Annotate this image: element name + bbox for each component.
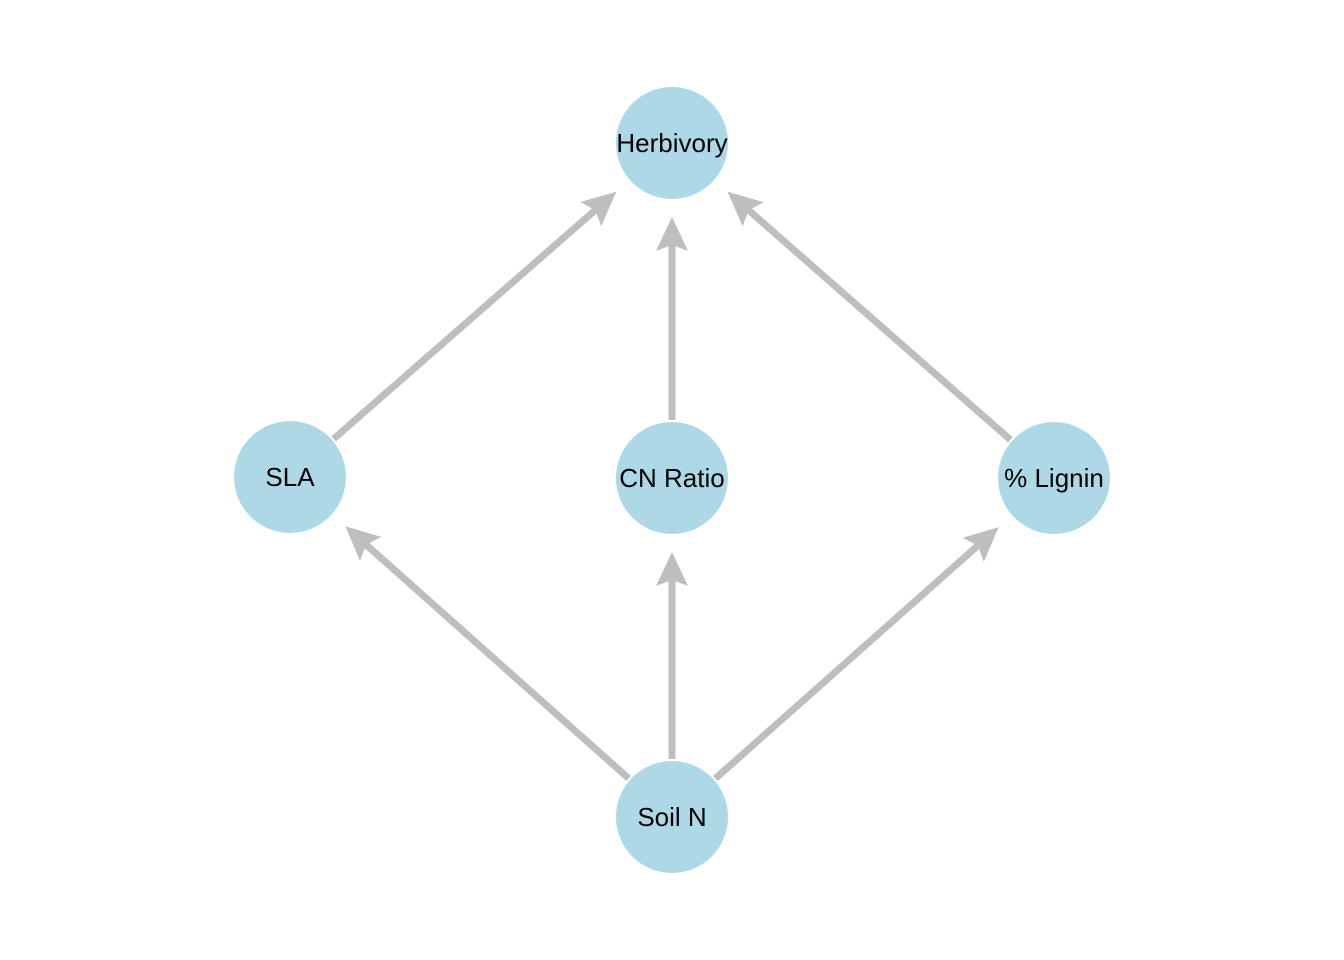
node-circle bbox=[234, 421, 346, 533]
arrowhead-icon bbox=[580, 191, 617, 227]
edge-lignin-to-herbivory bbox=[727, 191, 1013, 443]
edge-line bbox=[331, 207, 598, 442]
edges-layer bbox=[331, 191, 1013, 782]
edge-line bbox=[363, 542, 632, 782]
arrowhead-icon bbox=[656, 217, 688, 251]
node-cn_ratio: CN Ratio bbox=[616, 422, 728, 534]
arrowhead-icon bbox=[345, 526, 382, 561]
node-circle bbox=[616, 422, 728, 534]
node-circle bbox=[616, 761, 728, 873]
arrowhead-icon bbox=[727, 191, 764, 227]
arrowhead-icon bbox=[962, 527, 999, 562]
edge-soil_n-to-lignin bbox=[713, 527, 999, 782]
node-herbivory: Herbivory bbox=[616, 87, 728, 199]
node-soil_n: Soil N bbox=[616, 761, 728, 873]
edge-soil_n-to-sla bbox=[345, 526, 632, 782]
edge-line bbox=[713, 543, 981, 782]
edge-sla-to-herbivory bbox=[331, 191, 617, 442]
node-lignin: % Lignin bbox=[998, 422, 1110, 534]
node-label: Soil N bbox=[637, 802, 706, 832]
node-label: CN Ratio bbox=[619, 463, 724, 493]
node-label: % Lignin bbox=[1004, 463, 1104, 493]
edge-cn_ratio-to-herbivory bbox=[656, 217, 688, 420]
node-circle bbox=[998, 422, 1110, 534]
arrowhead-icon bbox=[656, 552, 688, 586]
node-label: SLA bbox=[265, 462, 315, 492]
edge-line bbox=[746, 207, 1013, 443]
edge-soil_n-to-cn_ratio bbox=[656, 552, 688, 759]
node-label: Herbivory bbox=[616, 128, 727, 158]
node-circle bbox=[616, 87, 728, 199]
node-sla: SLA bbox=[234, 421, 346, 533]
